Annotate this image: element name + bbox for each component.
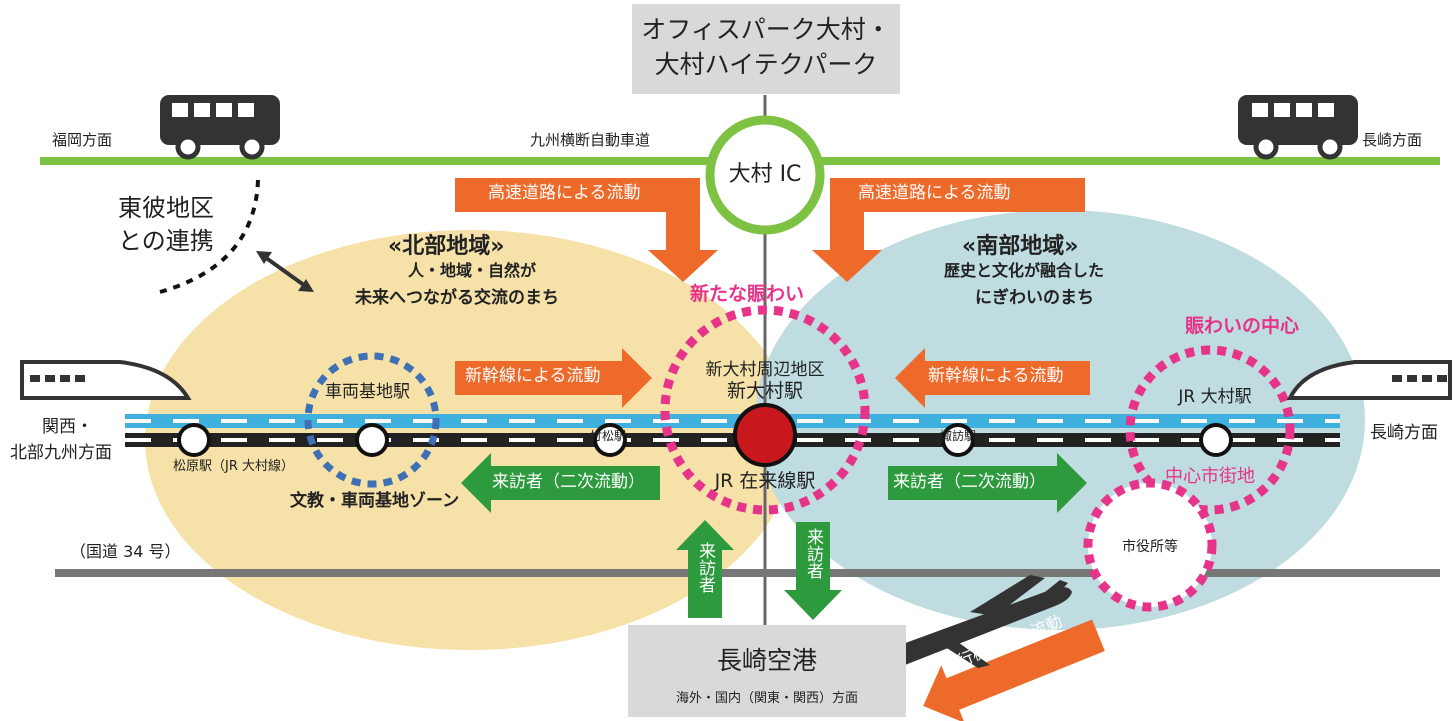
visitors-secondary-left: 来訪者（二次流動）: [492, 472, 645, 492]
shinkansen-rail: [125, 414, 1340, 428]
visitors-secondary-right: 来訪者（二次流動）: [893, 472, 1046, 492]
omura-ic-ring: [705, 115, 825, 235]
matsubara-station: 松原駅（JR 大村線）: [173, 459, 294, 474]
office-park-box: オフィスパーク大村・ 大村ハイテクパーク: [632, 4, 900, 94]
bus-icon: [1238, 95, 1358, 160]
west-direction-line2: 北部九州方面: [10, 443, 112, 463]
zone-label: 文教・車両基地ゾーン: [290, 491, 460, 511]
depot-ring: [304, 352, 440, 488]
office-park-line2: 大村ハイテクパーク: [654, 49, 878, 79]
visitors-arrow-up: [676, 520, 734, 618]
new-omura-station-icon: [733, 403, 797, 467]
omura-ic-label: 大村 IC: [728, 162, 802, 187]
shinkansen-flow-arrow-right: [895, 348, 1090, 408]
visitors-up-label: 来訪者: [695, 542, 715, 593]
shinkansen-flow-arrow-left: [455, 348, 652, 408]
fukuoka-direction: 福岡方面: [52, 131, 113, 149]
visitors-down-label: 来訪者: [803, 528, 823, 579]
higashisonogi-line2: との連携: [118, 227, 214, 255]
plane-flow-arrow: [923, 619, 1105, 721]
city-hall-label: 市役所等: [1122, 539, 1178, 555]
takematsu-station: 竹松駅: [590, 429, 627, 443]
nagasaki-airport-box: 長崎空港 海外・国内（関東・関西）方面: [628, 625, 906, 717]
station-marker-icon: [355, 423, 389, 457]
bustle-center-label: 賑わいの中心: [1185, 315, 1300, 337]
route34-label: （国道 34 号）: [70, 542, 181, 561]
highway-flow-left-label: 高速道路による流動: [488, 183, 641, 203]
new-omura-station: 新大村駅: [726, 380, 803, 402]
link-double-arrow-icon: [256, 251, 314, 292]
west-direction-line1: 関西・: [42, 417, 93, 437]
jr-omura-station: JR 大村駅: [1178, 387, 1252, 407]
higashisonogi-line1: 東彼地区: [118, 194, 214, 222]
airport-name: 長崎空港: [716, 646, 817, 675]
airplane-icon: [880, 575, 1072, 668]
north-title: «北部地域»: [388, 234, 505, 259]
highway-flow-right-label: 高速道路による流動: [858, 183, 1011, 203]
highway-flow-arrow-right: [812, 178, 1085, 282]
depot-station-label: 車両基地駅: [325, 382, 410, 402]
higashisonogi-curve: [159, 179, 260, 294]
expressway-name: 九州横断自動車道: [530, 131, 651, 149]
south-title: «南部地域»: [962, 234, 1079, 259]
jr-omura-ring: [1125, 345, 1295, 515]
bus-icon: [160, 95, 280, 160]
office-park-line1: オフィスパーク大村・: [641, 15, 891, 44]
south-line2: にぎわいのまち: [975, 288, 1094, 308]
suwa-station: 諏訪駅: [940, 429, 977, 443]
shinkansen-flow-left-label: 新幹線による流動: [465, 366, 601, 386]
north-line2: 未来へつながる交流のまち: [355, 288, 559, 308]
station-marker-icon: [1199, 423, 1233, 457]
jr-conventional-station: JR 在来線駅: [714, 470, 816, 492]
city-hall-ring: [1083, 478, 1217, 612]
highway-flow-arrow-left: [455, 178, 718, 282]
visitors-arrow-right: [888, 453, 1087, 513]
shinkansen-icon: [20, 360, 192, 400]
shinkansen-flow-right-label: 新幹線による流動: [928, 366, 1064, 386]
airport-destinations: 海外・国内（関東・関西）方面: [675, 691, 858, 706]
shinkansen-icon: [1286, 360, 1452, 400]
city-center-label: 中心市街地: [1165, 466, 1255, 487]
station-marker-icon: [177, 423, 211, 457]
nagasaki-direction-top: 長崎方面: [1362, 131, 1423, 149]
visitors-arrow-down: [784, 522, 842, 620]
visitors-arrow-left: [461, 453, 660, 513]
station-marker-icon: [593, 423, 627, 457]
north-line1: 人・地域・自然が: [408, 261, 537, 280]
station-marker-icon: [941, 423, 975, 457]
new-omura-district: 新大村周辺地区: [705, 360, 825, 380]
new-omura-ring: [660, 305, 870, 515]
nagasaki-direction-east: 長崎方面: [1370, 423, 1438, 443]
conventional-rail: [125, 433, 1340, 447]
south-line1: 歴史と文化が融合した: [944, 261, 1105, 280]
new-bustle-label: 新たな賑わい: [690, 283, 805, 305]
